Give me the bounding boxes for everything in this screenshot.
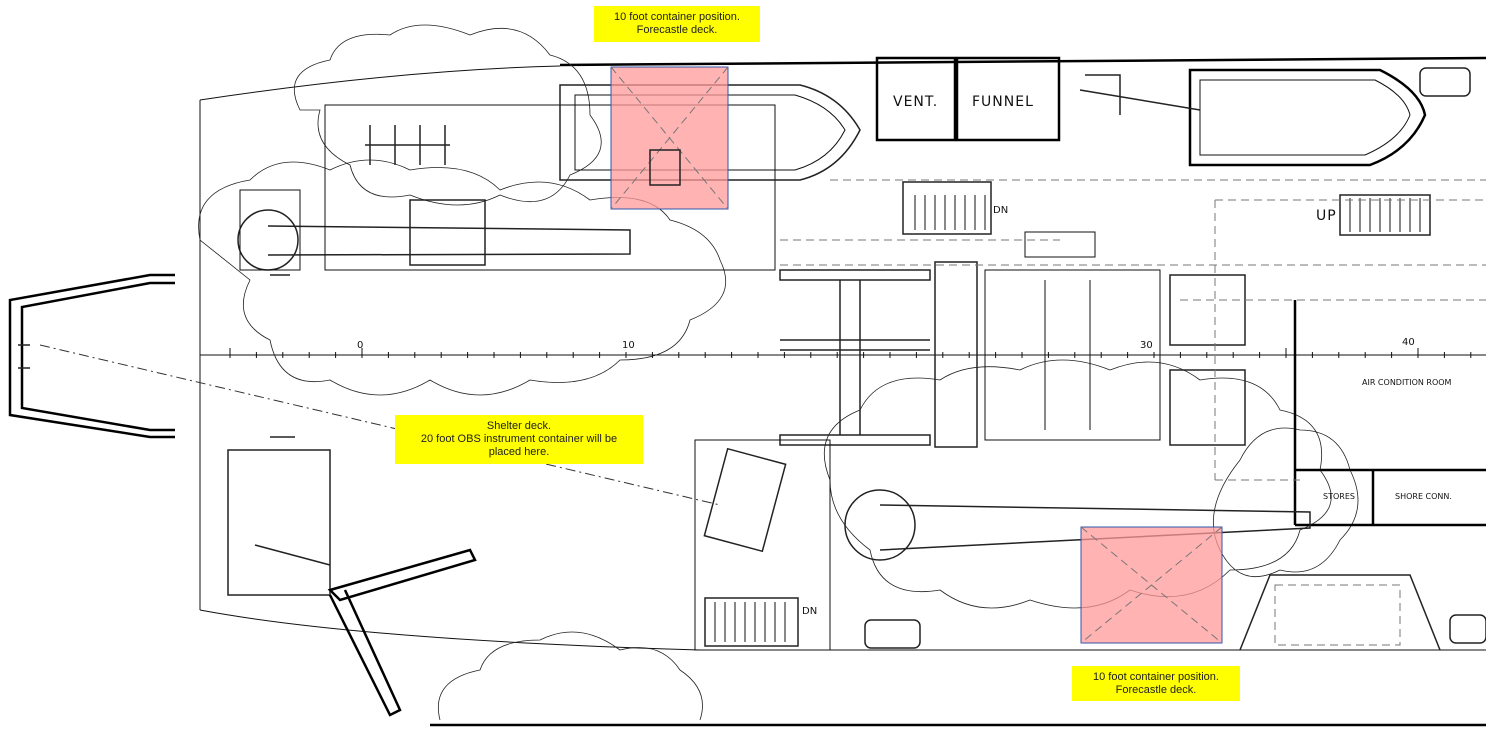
shore-conn-label: SHORE CONN. xyxy=(1395,492,1452,501)
rescue-boat-right-inner xyxy=(1199,79,1411,156)
stair-dn-upper-label: DN xyxy=(993,205,1008,216)
vent-label: VENT. xyxy=(893,94,938,110)
deck-area-left xyxy=(324,104,776,271)
window-top-right xyxy=(1419,67,1471,97)
deck-area-lower xyxy=(694,439,831,651)
hull-outline-bottom-thin xyxy=(199,609,1486,651)
container-position-top xyxy=(610,66,729,210)
winch-shaft-1 xyxy=(780,280,930,435)
frame-10: 10 xyxy=(622,340,635,351)
crane-jib-lower xyxy=(254,544,331,566)
stores-label: STORES xyxy=(1323,492,1355,501)
winch-left xyxy=(409,199,486,266)
crane-arm-lower xyxy=(327,548,477,717)
stair-treads-upper xyxy=(914,195,986,230)
note-top-line2: Forecastle deck. xyxy=(636,24,718,36)
note-middle-line3: placed here. xyxy=(488,446,550,458)
dash-dot-line xyxy=(39,344,721,506)
stair-up-label: UP xyxy=(1316,208,1337,224)
winch-shaft-2 xyxy=(1000,280,1130,441)
note-bottom-line1: 10 foot container position. xyxy=(1093,670,1219,683)
frame-tick-marks xyxy=(229,348,1472,358)
reels xyxy=(365,125,450,165)
crane-base-left xyxy=(237,209,299,271)
stair-treads-lower xyxy=(714,602,786,642)
note-middle-line2: 20 foot OBS instrument container will be xyxy=(420,433,618,445)
air-condition-room-walls xyxy=(1293,300,1486,527)
window-bottom-center xyxy=(864,619,921,649)
winch-small-lower xyxy=(1169,369,1246,446)
winch-tilted xyxy=(703,447,787,553)
stair-dn-upper xyxy=(902,181,992,235)
revision-cloud-left xyxy=(198,159,727,396)
a-frame xyxy=(8,273,175,439)
winch-small-upper xyxy=(1169,274,1246,346)
winch-drum-1 xyxy=(779,269,931,281)
frame-40: 40 xyxy=(1402,337,1415,348)
revision-cloud-bottom xyxy=(438,631,703,721)
note-shelter-deck: Shelter deck. 20 foot OBS instrument con… xyxy=(395,415,643,464)
revision-cloud-center xyxy=(823,359,1332,609)
funnel-label: FUNNEL xyxy=(972,94,1034,110)
rescue-boat-left-inner xyxy=(574,94,846,171)
davit-right xyxy=(1079,74,1201,115)
stair-treads-up xyxy=(1349,198,1421,232)
rescue-boat-right xyxy=(1188,68,1427,167)
frame-30: 30 xyxy=(1140,340,1153,351)
dashed-guides xyxy=(780,179,1486,481)
frame-0: 0 xyxy=(357,340,363,351)
stair-dn-lower-label: DN xyxy=(802,606,817,617)
rescue-boat-left xyxy=(559,84,861,181)
container-position-bottom xyxy=(1080,526,1223,644)
vent-casing xyxy=(875,56,957,142)
hatch-lower-right xyxy=(1274,584,1401,646)
revision-cloud-top xyxy=(293,24,602,206)
frame-ticks xyxy=(229,348,1472,358)
winch-block xyxy=(1024,231,1096,258)
window-bottom-right xyxy=(1449,614,1486,644)
note-top-line1: 10 foot container position. xyxy=(614,11,740,23)
note-bottom-line2: Forecastle deck. xyxy=(1115,683,1197,696)
funnel-casing xyxy=(955,56,1061,142)
note-top-container: 10 foot container position. Forecastle d… xyxy=(594,6,760,42)
structure-lower-right xyxy=(1239,574,1441,651)
crane-boom-left xyxy=(267,225,631,256)
air-condition-room-label: AIR CONDITION ROOM xyxy=(1362,378,1452,387)
stair-up xyxy=(1339,194,1431,236)
note-bottom-container: 10 foot container position. Forecastle d… xyxy=(1072,666,1240,701)
a-frame-pins xyxy=(18,274,295,438)
note-middle-line1: Shelter deck. xyxy=(486,420,552,432)
hull-outline-top-thin xyxy=(199,65,561,101)
stair-dn-lower xyxy=(704,597,799,647)
hull-outline-top xyxy=(559,56,1486,67)
winch-frame-2 xyxy=(934,261,978,448)
crane-base-right xyxy=(844,489,916,561)
winch-housing-left xyxy=(239,189,301,271)
hatch-lower-left xyxy=(227,449,331,596)
